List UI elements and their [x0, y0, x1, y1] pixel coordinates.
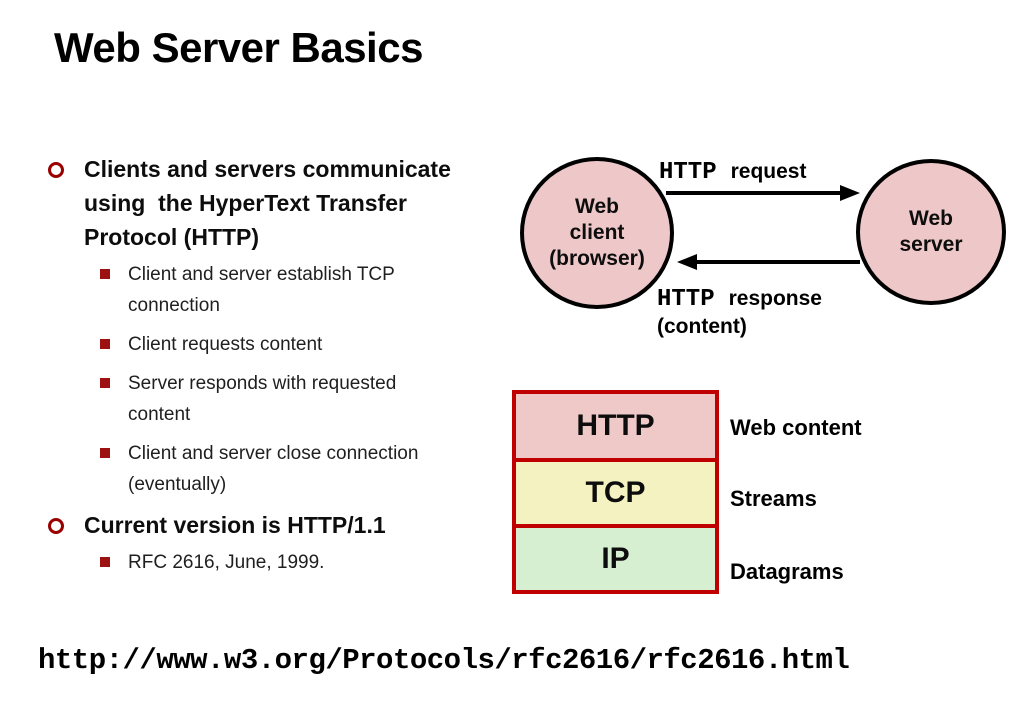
rfc-url-text: http://www.w3.org/Protocols/rfc2616/rfc2… — [38, 644, 850, 677]
list-item: Server responds with requested content — [40, 368, 516, 430]
sub-bullet-text: Client and server close connection (even… — [128, 443, 419, 495]
http-request-label: HTTP request — [659, 158, 806, 188]
square-bullet-icon — [100, 448, 110, 458]
response-content-note: (content) — [657, 315, 747, 338]
response-arrowhead-icon — [677, 254, 697, 270]
list-item: Current version is HTTP/1.1 — [40, 508, 516, 542]
request-arrowhead-icon — [840, 185, 860, 201]
list-item: Client and server close connection (even… — [40, 438, 516, 500]
sub-bullet-text: RFC 2616, June, 1999. — [128, 552, 325, 573]
stack-layer-ip-description: Datagrams — [730, 559, 844, 584]
http-keyword: HTTP — [657, 286, 715, 313]
web-client-label: Web client (browser) — [549, 195, 645, 270]
square-bullet-icon — [100, 557, 110, 567]
stack-layer-tcp: TCP — [516, 458, 715, 524]
bullet-list: Clients and servers communicate using th… — [40, 152, 516, 586]
web-server-node: Web server — [856, 159, 1006, 305]
request-word: request — [730, 160, 807, 183]
circle-bullet-icon — [48, 518, 64, 534]
sub-bullet-text: Server responds with requested content — [128, 373, 397, 425]
stack-layer-ip: IP — [516, 524, 715, 590]
list-item: RFC 2616, June, 1999. — [40, 547, 516, 578]
page-title: Web Server Basics — [54, 24, 423, 71]
web-client-node: Web client (browser) — [520, 157, 674, 309]
sub-bullet-text: Client requests content — [128, 334, 323, 355]
stack-layer-http-description: Web content — [730, 415, 862, 440]
http-response-label: HTTP response — [657, 285, 822, 315]
stack-layer-tcp-description: Streams — [730, 486, 817, 511]
web-server-label: Web server — [899, 207, 963, 256]
http-keyword: HTTP — [659, 159, 717, 186]
circle-bullet-icon — [48, 162, 64, 178]
bullet-text: Current version is HTTP/1.1 — [84, 512, 386, 538]
square-bullet-icon — [100, 269, 110, 279]
list-item: Client requests content — [40, 329, 516, 360]
square-bullet-icon — [100, 339, 110, 349]
response-word: response — [728, 287, 822, 310]
stack-layer-http: HTTP — [516, 394, 715, 458]
list-item: Client and server establish TCP connecti… — [40, 259, 516, 321]
square-bullet-icon — [100, 378, 110, 388]
bullet-text: Clients and servers communicate using th… — [84, 156, 451, 250]
protocol-stack: HTTP TCP IP — [512, 390, 719, 594]
list-item: Clients and servers communicate using th… — [40, 152, 516, 254]
sub-bullet-text: Client and server establish TCP connecti… — [128, 264, 395, 316]
